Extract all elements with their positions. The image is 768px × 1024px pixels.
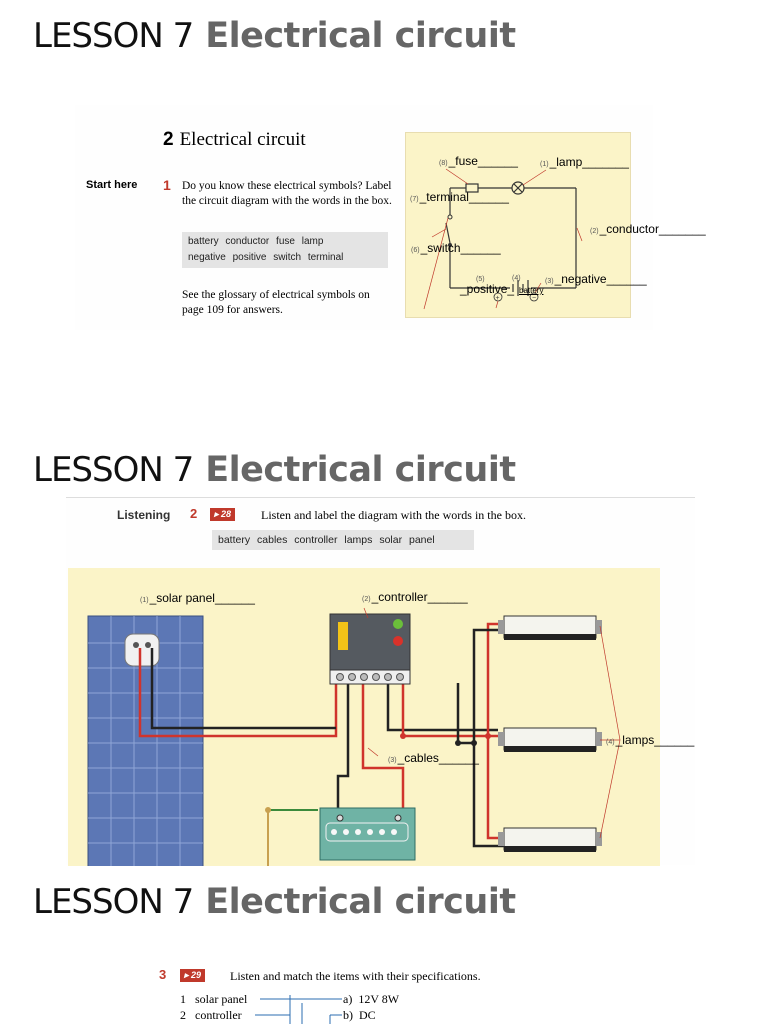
label-number: (6) [411, 247, 420, 254]
label-text: _terminal______ [419, 190, 509, 204]
label-number: (5) [476, 276, 485, 283]
lamps-drawing [498, 615, 602, 852]
audio-track-badge[interactable]: ▸ 28 [210, 508, 236, 521]
word-box-line: battery conductor fuse lamp [188, 236, 324, 247]
match-item-2[interactable]: 2 controller [180, 1008, 242, 1023]
label-fuse[interactable]: (8)_fuse______ [439, 154, 518, 168]
label-number: (2) [362, 596, 371, 603]
track-number: 28 [221, 509, 232, 519]
label-number: (3) [545, 278, 554, 285]
task-question: Do you know these electrical symbols? La… [182, 180, 392, 207]
lesson-number: LESSON 7 [33, 450, 194, 490]
glossary-note: See the glossary of electrical symbols o… [182, 289, 370, 316]
label-negative[interactable]: (3)_negative______ [545, 272, 647, 286]
label-text: _conductor_______ [599, 222, 706, 236]
label-text: battery [519, 286, 544, 295]
label-number: (7) [410, 196, 419, 203]
textbook-page-3: 3 ▸ 29 Listen and match the items with t… [150, 965, 570, 1024]
textbook-page-2: Listening 2 ▸ 28 Listen and label the di… [66, 497, 695, 869]
word-box-line: negative positive switch terminal [188, 252, 344, 263]
section-number: 2 [163, 129, 174, 150]
label-number: (8) [439, 160, 448, 167]
label-lamp[interactable]: (1)_lamp_______ [540, 155, 629, 169]
lesson-number: LESSON 7 [33, 16, 194, 56]
label-solar-panel[interactable]: (1)_solar panel______ [140, 591, 255, 605]
label-lamps[interactable]: (4)_lamps______ [606, 733, 694, 747]
item-number: 1 [180, 992, 186, 1006]
label-text: _switch______ [420, 241, 501, 255]
lesson-title-3: LESSON 7 Electrical circuit [33, 882, 516, 928]
label-conductor[interactable]: (2)_conductor_______ [590, 222, 706, 236]
label-number: (1) [540, 161, 549, 168]
label-number: (3) [388, 757, 397, 764]
lesson-name: Electrical circuit [205, 16, 516, 56]
circuit-diagram: + − [405, 132, 631, 318]
label-terminal[interactable]: (7)_terminal______ [410, 190, 509, 204]
spec-value: 12V 8W [358, 992, 400, 1006]
lesson-name: Electrical circuit [205, 450, 516, 490]
spec-letter: a) [343, 992, 353, 1006]
label-switch[interactable]: (6)_switch______ [411, 241, 501, 255]
svg-text:+: + [496, 295, 500, 302]
section-heading-text: Electrical circuit [179, 129, 306, 150]
item-name: controller [195, 1008, 242, 1022]
task-number: 3 [159, 967, 167, 982]
battery-drawing [319, 807, 416, 861]
label-number: (4) [606, 739, 615, 746]
label-text: _fuse______ [448, 154, 518, 168]
label-positive[interactable]: (5)_positive_ [460, 276, 515, 296]
svg-text:−: − [532, 295, 536, 302]
match-item-1[interactable]: 1 solar panel [180, 992, 247, 1007]
word-box: battery conductor fuse lamp negative pos… [182, 232, 388, 268]
lesson-number: LESSON 7 [33, 882, 194, 922]
audio-track-badge[interactable]: ▸ 29 [180, 969, 206, 982]
track-number: 29 [191, 970, 202, 980]
label-battery[interactable]: (4) battery [512, 275, 543, 295]
task-number: 2 [190, 506, 198, 521]
lesson-name: Electrical circuit [205, 882, 516, 922]
match-spec-a[interactable]: a) 12V 8W [343, 992, 399, 1007]
label-text: _lamp_______ [549, 155, 629, 169]
label-cables[interactable]: (3)_cables______ [388, 751, 479, 765]
match-lines [255, 995, 342, 1024]
label-controller[interactable]: (2)_controller______ [362, 590, 468, 604]
lesson-title-2: LESSON 7 Electrical circuit [33, 450, 516, 496]
label-text: _lamps______ [615, 733, 695, 747]
task-instruction: Listen and match the items with their sp… [230, 969, 481, 983]
label-number: (2) [590, 228, 599, 235]
label-number: (4) [512, 275, 521, 282]
word-box: battery cables controller lamps solar pa… [212, 530, 474, 550]
match-spec-b[interactable]: b) DC [343, 1008, 376, 1023]
label-text: _controller______ [371, 590, 468, 604]
task-number: 1 [163, 177, 171, 193]
item-number: 2 [180, 1008, 186, 1022]
label-text: _cables______ [397, 751, 479, 765]
label-text: _solar panel______ [149, 591, 255, 605]
solar-panel-drawing [87, 615, 204, 869]
task-instruction: Listen and label the diagram with the wo… [261, 508, 526, 522]
label-number: (1) [140, 597, 149, 604]
label-text: _positive_ [460, 282, 515, 296]
controller-drawing [329, 613, 411, 685]
listening-heading: Listening [117, 508, 171, 522]
spec-value: DC [359, 1008, 376, 1022]
label-text: _negative______ [554, 272, 647, 286]
circuit-diagram-drawing: + − [423, 168, 583, 310]
item-name: solar panel [195, 992, 248, 1006]
solar-circuit-drawing [87, 607, 621, 869]
solar-circuit-diagram [68, 568, 660, 869]
lesson-title-1: LESSON 7 Electrical circuit [33, 16, 516, 62]
spec-letter: b) [343, 1008, 353, 1022]
start-here-label: Start here [86, 179, 138, 191]
